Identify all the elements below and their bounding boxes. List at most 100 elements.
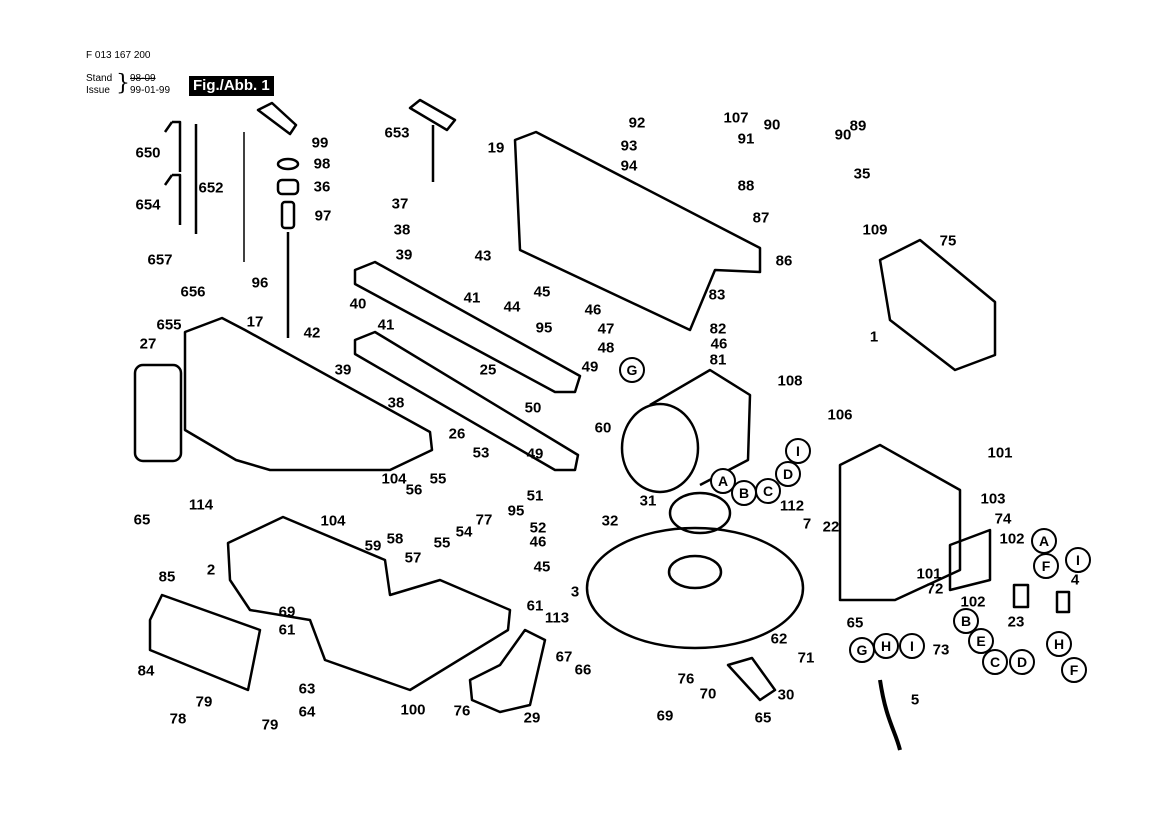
- part-number-label: 55: [433, 534, 451, 552]
- part-number-label: 36: [313, 178, 331, 196]
- switch-4: [1055, 590, 1071, 614]
- part-number-label: 101: [987, 444, 1013, 462]
- switch-plate-74: [948, 528, 992, 592]
- wire-connector-label: I: [1065, 547, 1091, 573]
- part-number-label: 39: [395, 246, 413, 264]
- part-number-label: 22: [822, 518, 840, 536]
- part-number-label: 65: [133, 511, 151, 529]
- part-number-label: 17: [246, 313, 264, 331]
- part-number-label: 55: [429, 470, 447, 488]
- part-number-label: 48: [597, 339, 615, 357]
- part-number-label: 71: [797, 649, 815, 667]
- motor-body: [649, 368, 752, 487]
- part-number-label: 54: [455, 523, 473, 541]
- part-number-label: 75: [939, 232, 957, 250]
- part-number-label: 72: [926, 580, 944, 598]
- part-number-label: 4: [1070, 571, 1080, 589]
- part-number-label: 51: [526, 487, 544, 505]
- part-number-label: 45: [533, 283, 551, 301]
- switch-23: [1012, 583, 1030, 609]
- part-number-label: 656: [180, 283, 206, 301]
- part-number-label: 100: [400, 701, 426, 719]
- housing-17: [183, 316, 434, 472]
- part-number-label: 102: [999, 530, 1025, 548]
- part-number-label: 83: [708, 286, 726, 304]
- part-number-label: 652: [198, 179, 224, 197]
- issue-date: 99-01-99: [130, 85, 171, 96]
- part-number-label: 32: [601, 512, 619, 530]
- part-number-label: 67: [555, 648, 573, 666]
- part-number-label: 106: [827, 406, 853, 424]
- part-number-label: 59: [364, 537, 382, 555]
- wire-connector-label: H: [1046, 631, 1072, 657]
- part-number-label: 99: [311, 134, 329, 152]
- part-number-label: 104: [381, 470, 407, 488]
- part-number-label: 31: [639, 492, 657, 510]
- part-number-label: 90: [834, 126, 852, 144]
- part-number-label: 19: [487, 139, 505, 157]
- base-2: [226, 515, 512, 692]
- table-insert-hole: [667, 554, 723, 590]
- hex-key-650: [163, 120, 182, 172]
- wire-connector-label: E: [968, 628, 994, 654]
- part-number-label: 49: [581, 358, 599, 376]
- wire-connector-label: H: [873, 633, 899, 659]
- part-number-label: 655: [156, 316, 182, 334]
- belt-guard-75: [878, 238, 997, 372]
- part-number-label: 70: [699, 685, 717, 703]
- part-number-label: 37: [391, 195, 409, 213]
- part-number-label: 90: [763, 116, 781, 134]
- issue-label: Issue: [86, 85, 110, 96]
- old-date: 98-09: [130, 73, 156, 84]
- stand-label: Stand: [86, 73, 113, 84]
- part-number-label: 5: [910, 691, 920, 709]
- part-number-label: 79: [261, 716, 279, 734]
- wire-connector-label: I: [785, 438, 811, 464]
- part-number-label: 112: [779, 497, 805, 515]
- part-number-label: 654: [135, 196, 161, 214]
- part-number-label: 114: [188, 496, 214, 514]
- part-number-label: 64: [298, 703, 316, 721]
- part-number-label: 44: [503, 298, 521, 316]
- part-number-label: 2: [206, 561, 216, 579]
- part-number-label: 86: [775, 252, 793, 270]
- part-number-label: 89: [849, 117, 867, 135]
- part-number-label: 46: [529, 533, 547, 551]
- part-number-label: 78: [169, 710, 187, 728]
- part-number-label: 94: [620, 157, 638, 175]
- part-number-label: 88: [737, 177, 755, 195]
- part-number-label: 82: [709, 320, 727, 338]
- upper-arm-25: [353, 260, 582, 394]
- part-number-label: 109: [862, 221, 888, 239]
- hex-key-654: [163, 173, 182, 225]
- part-number-label: 41: [377, 316, 395, 334]
- wire-connector-label: G: [849, 637, 875, 663]
- part-number-label: 35: [853, 165, 871, 183]
- part-number-label: 61: [526, 597, 544, 615]
- part-number-label: 101: [916, 565, 942, 583]
- washer-98: [276, 157, 300, 171]
- part-number-label: 46: [710, 335, 728, 353]
- saw-table-3: [585, 526, 805, 650]
- wire-connector-label: D: [775, 461, 801, 487]
- part-number-label: 95: [507, 502, 525, 520]
- wire-connector-label: A: [1031, 528, 1057, 554]
- figure-label: Fig./Abb. 1: [189, 76, 274, 96]
- part-number-label: 30: [777, 686, 795, 704]
- part-number-label: 102: [960, 593, 986, 611]
- part-number-label: 58: [386, 530, 404, 548]
- t-handle-653: [408, 98, 457, 182]
- part-number-label: 93: [620, 137, 638, 155]
- part-number-label: 96: [251, 274, 269, 292]
- part-number-label: 79: [195, 693, 213, 711]
- table-insert-31: [668, 491, 732, 535]
- part-number-label: 47: [597, 320, 615, 338]
- part-number-label: 113: [544, 609, 570, 627]
- part-number-label: 23: [1007, 613, 1025, 631]
- motor-end: [620, 402, 700, 494]
- part-number-label: 69: [278, 603, 296, 621]
- part-number-label: 46: [584, 301, 602, 319]
- upper-housing-19: [513, 130, 762, 332]
- part-number-label: 52: [529, 519, 547, 537]
- part-number-label: 650: [135, 144, 161, 162]
